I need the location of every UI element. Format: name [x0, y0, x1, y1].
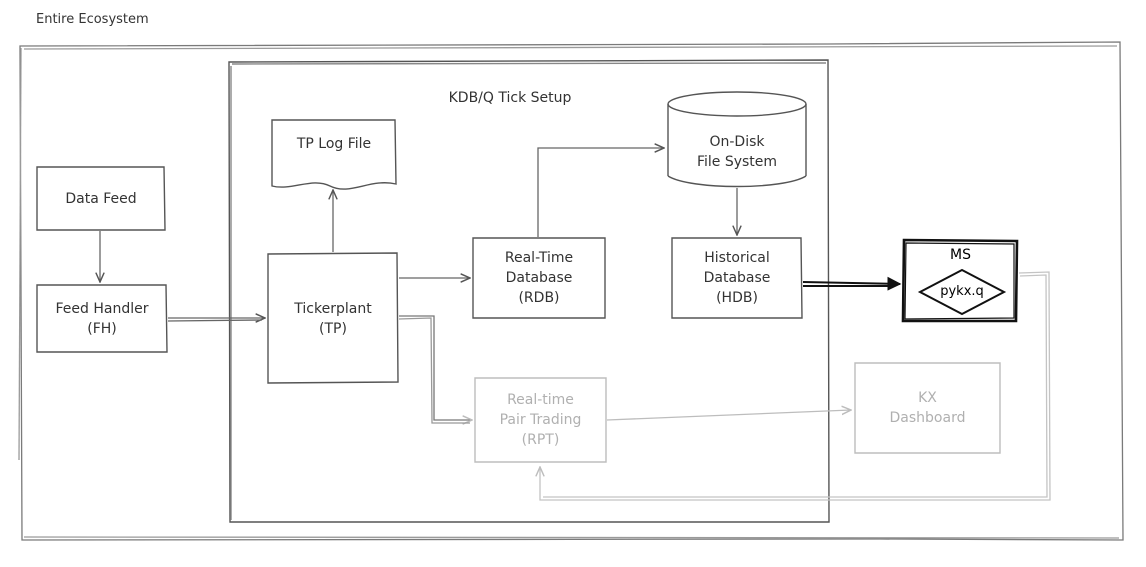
node-tp-log: TP Log File	[272, 122, 396, 166]
node-tickerplant: Tickerplant (TP)	[268, 254, 398, 383]
hdb-line2: Database	[703, 270, 771, 286]
rdb-line1: Real-Time	[504, 250, 574, 266]
kx-shape	[854, 362, 1001, 454]
arrow-rpt-kx	[606, 410, 851, 421]
tickerplant-shape	[267, 252, 399, 384]
rpt-line2: Pair Trading	[499, 412, 582, 428]
rpt-line1: Real-time	[507, 392, 574, 408]
node-data-feed: Data Feed	[37, 167, 165, 230]
node-kx-dashboard: KX Dashboard	[855, 363, 1000, 453]
feed-handler-line2: (FH)	[87, 320, 117, 337]
ms-label: MS	[950, 247, 971, 263]
arrow-hdb-ms	[802, 276, 902, 291]
node-rdb: Real-Time Database (RDB)	[473, 238, 605, 318]
rpt-shape	[474, 377, 607, 463]
ecosystem-frame	[18, 41, 1124, 541]
node-hdb: Historical Database (HDB)	[672, 238, 802, 318]
feed-handler-shape	[36, 284, 168, 353]
rpt-line3: (RPT)	[521, 432, 560, 448]
disk-shape	[667, 91, 807, 188]
kx-line2: Dashboard	[889, 410, 966, 426]
arrow-tp-rpt	[398, 315, 472, 423]
tick-setup-title: KDB/Q Tick Setup	[448, 90, 572, 106]
tp-log-label: TP Log File	[296, 136, 372, 152]
rdb-shape	[472, 237, 606, 319]
hdb-line3: (HDB)	[716, 290, 758, 306]
tp-log-shape	[271, 119, 397, 190]
feed-handler-line1: Feed Handler	[55, 300, 149, 317]
hdb-shape	[671, 237, 803, 319]
ms-inner-label: pykx.q	[940, 284, 984, 299]
hdb-line1: Historical	[704, 250, 770, 266]
node-feed-handler: Feed Handler (FH)	[37, 285, 167, 352]
arrow-ms-rpt	[540, 271, 1051, 501]
arrow-rdb-disk	[537, 148, 664, 237]
data-feed-shape	[36, 166, 166, 231]
ms-shape	[901, 238, 1019, 323]
rdb-line3: (RDB)	[518, 290, 560, 306]
node-rpt: Real-time Pair Trading (RPT)	[475, 378, 606, 462]
disk-line1: On-Disk	[709, 134, 765, 150]
kx-line1: KX	[918, 390, 937, 406]
node-disk: On-Disk File System	[668, 124, 806, 180]
disk-line2: File System	[696, 154, 778, 170]
arrow-fh-tp	[167, 318, 265, 321]
ecosystem-title: Entire Ecosystem	[36, 12, 149, 27]
tick-setup-frame	[228, 59, 830, 523]
rdb-line2: Database	[505, 270, 573, 286]
data-feed-label: Data Feed	[65, 190, 137, 207]
tickerplant-line1: Tickerplant	[294, 300, 372, 317]
tickerplant-line2: (TP)	[319, 320, 347, 337]
